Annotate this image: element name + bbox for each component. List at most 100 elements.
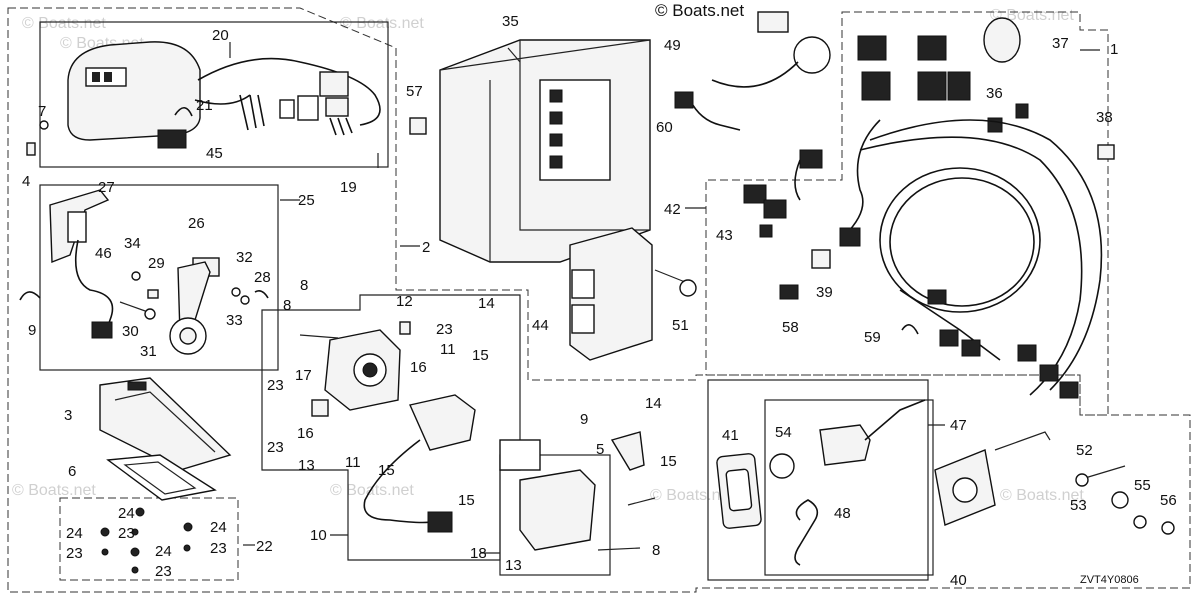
- callout-24: 24: [66, 525, 83, 542]
- part-49-buzzer: [711, 11, 831, 88]
- callout-15: 15: [472, 347, 489, 364]
- callout-46: 46: [95, 245, 112, 262]
- watermark-text: © Boats.net: [12, 482, 96, 499]
- callout-35: 35: [502, 13, 519, 30]
- part-48-lanyard: [794, 499, 819, 566]
- callout-53: 53: [1070, 497, 1087, 514]
- callout-11: 11: [345, 454, 361, 471]
- part-22-washers: [100, 507, 193, 574]
- callout-8: 8: [652, 542, 660, 559]
- callout-20: 20: [212, 27, 229, 44]
- callout-15: 15: [378, 462, 395, 479]
- callout-23: 23: [66, 545, 83, 562]
- callout-47: 47: [950, 417, 967, 434]
- callout-49: 49: [664, 37, 681, 54]
- callout-15: 15: [660, 453, 677, 470]
- part-4-7-screws: [26, 120, 49, 156]
- callout-23: 23: [436, 321, 453, 338]
- watermark-text: © Boats.net: [340, 15, 424, 32]
- watermark-text: © Boats.net: [650, 487, 734, 504]
- part-3-cover: [99, 377, 232, 471]
- callout-23: 23: [118, 525, 135, 542]
- callout-labels: 1 2 3 4 5 6 7 8 8 8 9 9 10 11 11 12 13 1…: [22, 13, 1177, 589]
- callout-21: 21: [196, 97, 213, 114]
- callout-48: 48: [834, 505, 851, 522]
- kit-40-box: [707, 379, 929, 581]
- callout-44: 44: [532, 317, 549, 334]
- callout-2: 2: [422, 239, 430, 256]
- part-45-connectors: [239, 71, 353, 136]
- callout-16: 16: [410, 359, 427, 376]
- callout-33: 33: [226, 312, 243, 329]
- part-46-sensor-cable: [74, 239, 114, 339]
- callout-42: 42: [664, 201, 681, 218]
- part-44-control-module: [569, 227, 653, 361]
- part-5-bracket: [610, 431, 645, 471]
- part-47-switch: [769, 399, 926, 479]
- callout-59: 59: [864, 329, 881, 346]
- callout-24: 24: [210, 519, 227, 536]
- callout-58: 58: [782, 319, 799, 336]
- callout-24: 24: [155, 543, 172, 560]
- callout-9: 9: [28, 322, 36, 339]
- callout-45: 45: [206, 145, 223, 162]
- copyright-text: © Boats.net: [655, 1, 744, 20]
- callout-3: 3: [64, 407, 72, 424]
- callout-9: 9: [580, 411, 588, 428]
- callout-1: 1: [1110, 41, 1118, 58]
- part-51-bolt: [654, 269, 697, 297]
- part-35-bracket: [439, 39, 651, 263]
- callout-27: 27: [98, 179, 115, 196]
- part-10-sensor: [363, 394, 476, 533]
- part-6-gasket: [106, 454, 217, 501]
- callout-7: 7: [38, 103, 46, 120]
- callout-34: 34: [124, 235, 141, 252]
- part-60-connector: [674, 91, 741, 131]
- callout-24: 24: [118, 505, 135, 522]
- callout-36: 36: [986, 85, 1003, 102]
- kit-18-box: [499, 454, 611, 576]
- kit-47-box: [764, 399, 934, 576]
- part-41-panel: [716, 453, 762, 529]
- part-27-bracket: [49, 189, 110, 264]
- callout-54: 54: [775, 424, 792, 441]
- callout-43: 43: [716, 227, 733, 244]
- part-1-harness-connectors: [857, 35, 971, 101]
- callout-4: 4: [22, 173, 30, 190]
- callout-19: 19: [340, 179, 357, 196]
- part-57-clip: [409, 117, 427, 135]
- callout-41: 41: [722, 427, 739, 444]
- callout-14: 14: [645, 395, 662, 412]
- part-42-harness: [743, 119, 1103, 399]
- part-18-bracket: [499, 439, 656, 551]
- callout-39: 39: [816, 284, 833, 301]
- watermark-text: © Boats.net: [330, 482, 414, 499]
- watermark-text: © Boats.net: [1000, 487, 1084, 504]
- callout-57: 57: [406, 83, 423, 100]
- callout-60: 60: [656, 119, 673, 136]
- callout-30: 30: [122, 323, 139, 340]
- callout-55: 55: [1134, 477, 1151, 494]
- callout-56: 56: [1160, 492, 1177, 509]
- callout-16: 16: [297, 425, 314, 442]
- callout-52: 52: [1076, 442, 1093, 459]
- callout-23: 23: [267, 377, 284, 394]
- part-2-throttle-body: [299, 321, 411, 417]
- callout-28: 28: [254, 269, 271, 286]
- callout-29: 29: [148, 255, 165, 272]
- callout-37: 37: [1052, 35, 1069, 52]
- callout-13: 13: [298, 457, 315, 474]
- part-37-cap: [983, 17, 1021, 63]
- callout-8: 8: [300, 277, 308, 294]
- diagram-code: ZVT4Y0806: [1080, 574, 1139, 586]
- part-52-56-hardware: [1075, 465, 1175, 535]
- watermark-text: © Boats.net: [990, 7, 1074, 24]
- callout-40: 40: [950, 572, 967, 589]
- callout-25: 25: [298, 192, 315, 209]
- callout-10: 10: [310, 527, 327, 544]
- callout-14: 14: [478, 295, 495, 312]
- callout-23: 23: [155, 563, 172, 580]
- watermarks: © Boats.net © Boats.net © Boats.net © Bo…: [12, 7, 1084, 504]
- callout-26: 26: [188, 215, 205, 232]
